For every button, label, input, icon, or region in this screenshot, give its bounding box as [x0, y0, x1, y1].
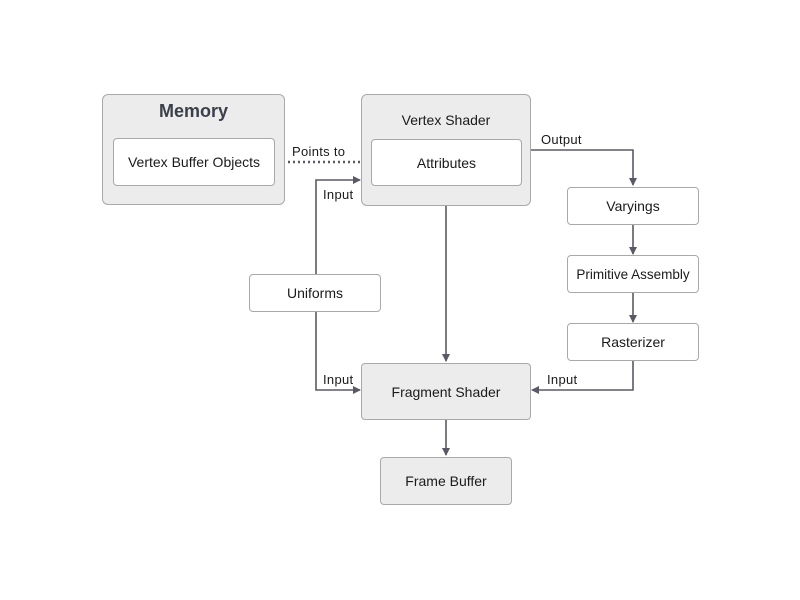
frame-buffer-label: Frame Buffer — [405, 473, 487, 489]
input-fragment-left-label: Input — [323, 372, 354, 387]
uniforms-label: Uniforms — [286, 285, 343, 301]
primitive-assembly-label: Primitive Assembly — [576, 266, 690, 282]
output-label: Output — [541, 132, 582, 147]
fragment-shader-label: Fragment Shader — [391, 383, 501, 400]
varyings-label: Varyings — [606, 198, 660, 214]
attributes-box: Attributes — [371, 139, 522, 186]
fragment-shader-box: Fragment Shader — [361, 363, 531, 420]
primitive-assembly-box: Primitive Assembly — [567, 255, 699, 293]
vertex-buffer-objects-label: Vertex Buffer Objects — [127, 154, 261, 170]
frame-buffer-box: Frame Buffer — [380, 457, 512, 505]
edge-rasterizer-to-fragment — [531, 361, 634, 394]
points-to-label: Points to — [292, 144, 346, 159]
memory-container: Memory Vertex Buffer Objects — [102, 94, 285, 205]
vertex-shader-title: Vertex Shader — [401, 112, 491, 128]
varyings-box: Varyings — [567, 187, 699, 225]
vertex-buffer-objects-box: Vertex Buffer Objects — [113, 138, 275, 186]
input-vertex-label: Input — [323, 187, 354, 202]
rasterizer-box: Rasterizer — [567, 323, 699, 361]
uniforms-box: Uniforms — [249, 274, 381, 312]
memory-title: Memory — [158, 101, 229, 121]
edge-output — [530, 149, 637, 186]
input-fragment-right-label: Input — [547, 372, 578, 387]
vertex-shader-container: Vertex Shader Attributes — [361, 94, 531, 206]
edge-uniforms-to-fragment — [315, 312, 361, 394]
rasterizer-label: Rasterizer — [601, 334, 665, 350]
edge-uniforms-to-vertex — [315, 176, 361, 274]
attributes-label: Attributes — [416, 154, 477, 171]
